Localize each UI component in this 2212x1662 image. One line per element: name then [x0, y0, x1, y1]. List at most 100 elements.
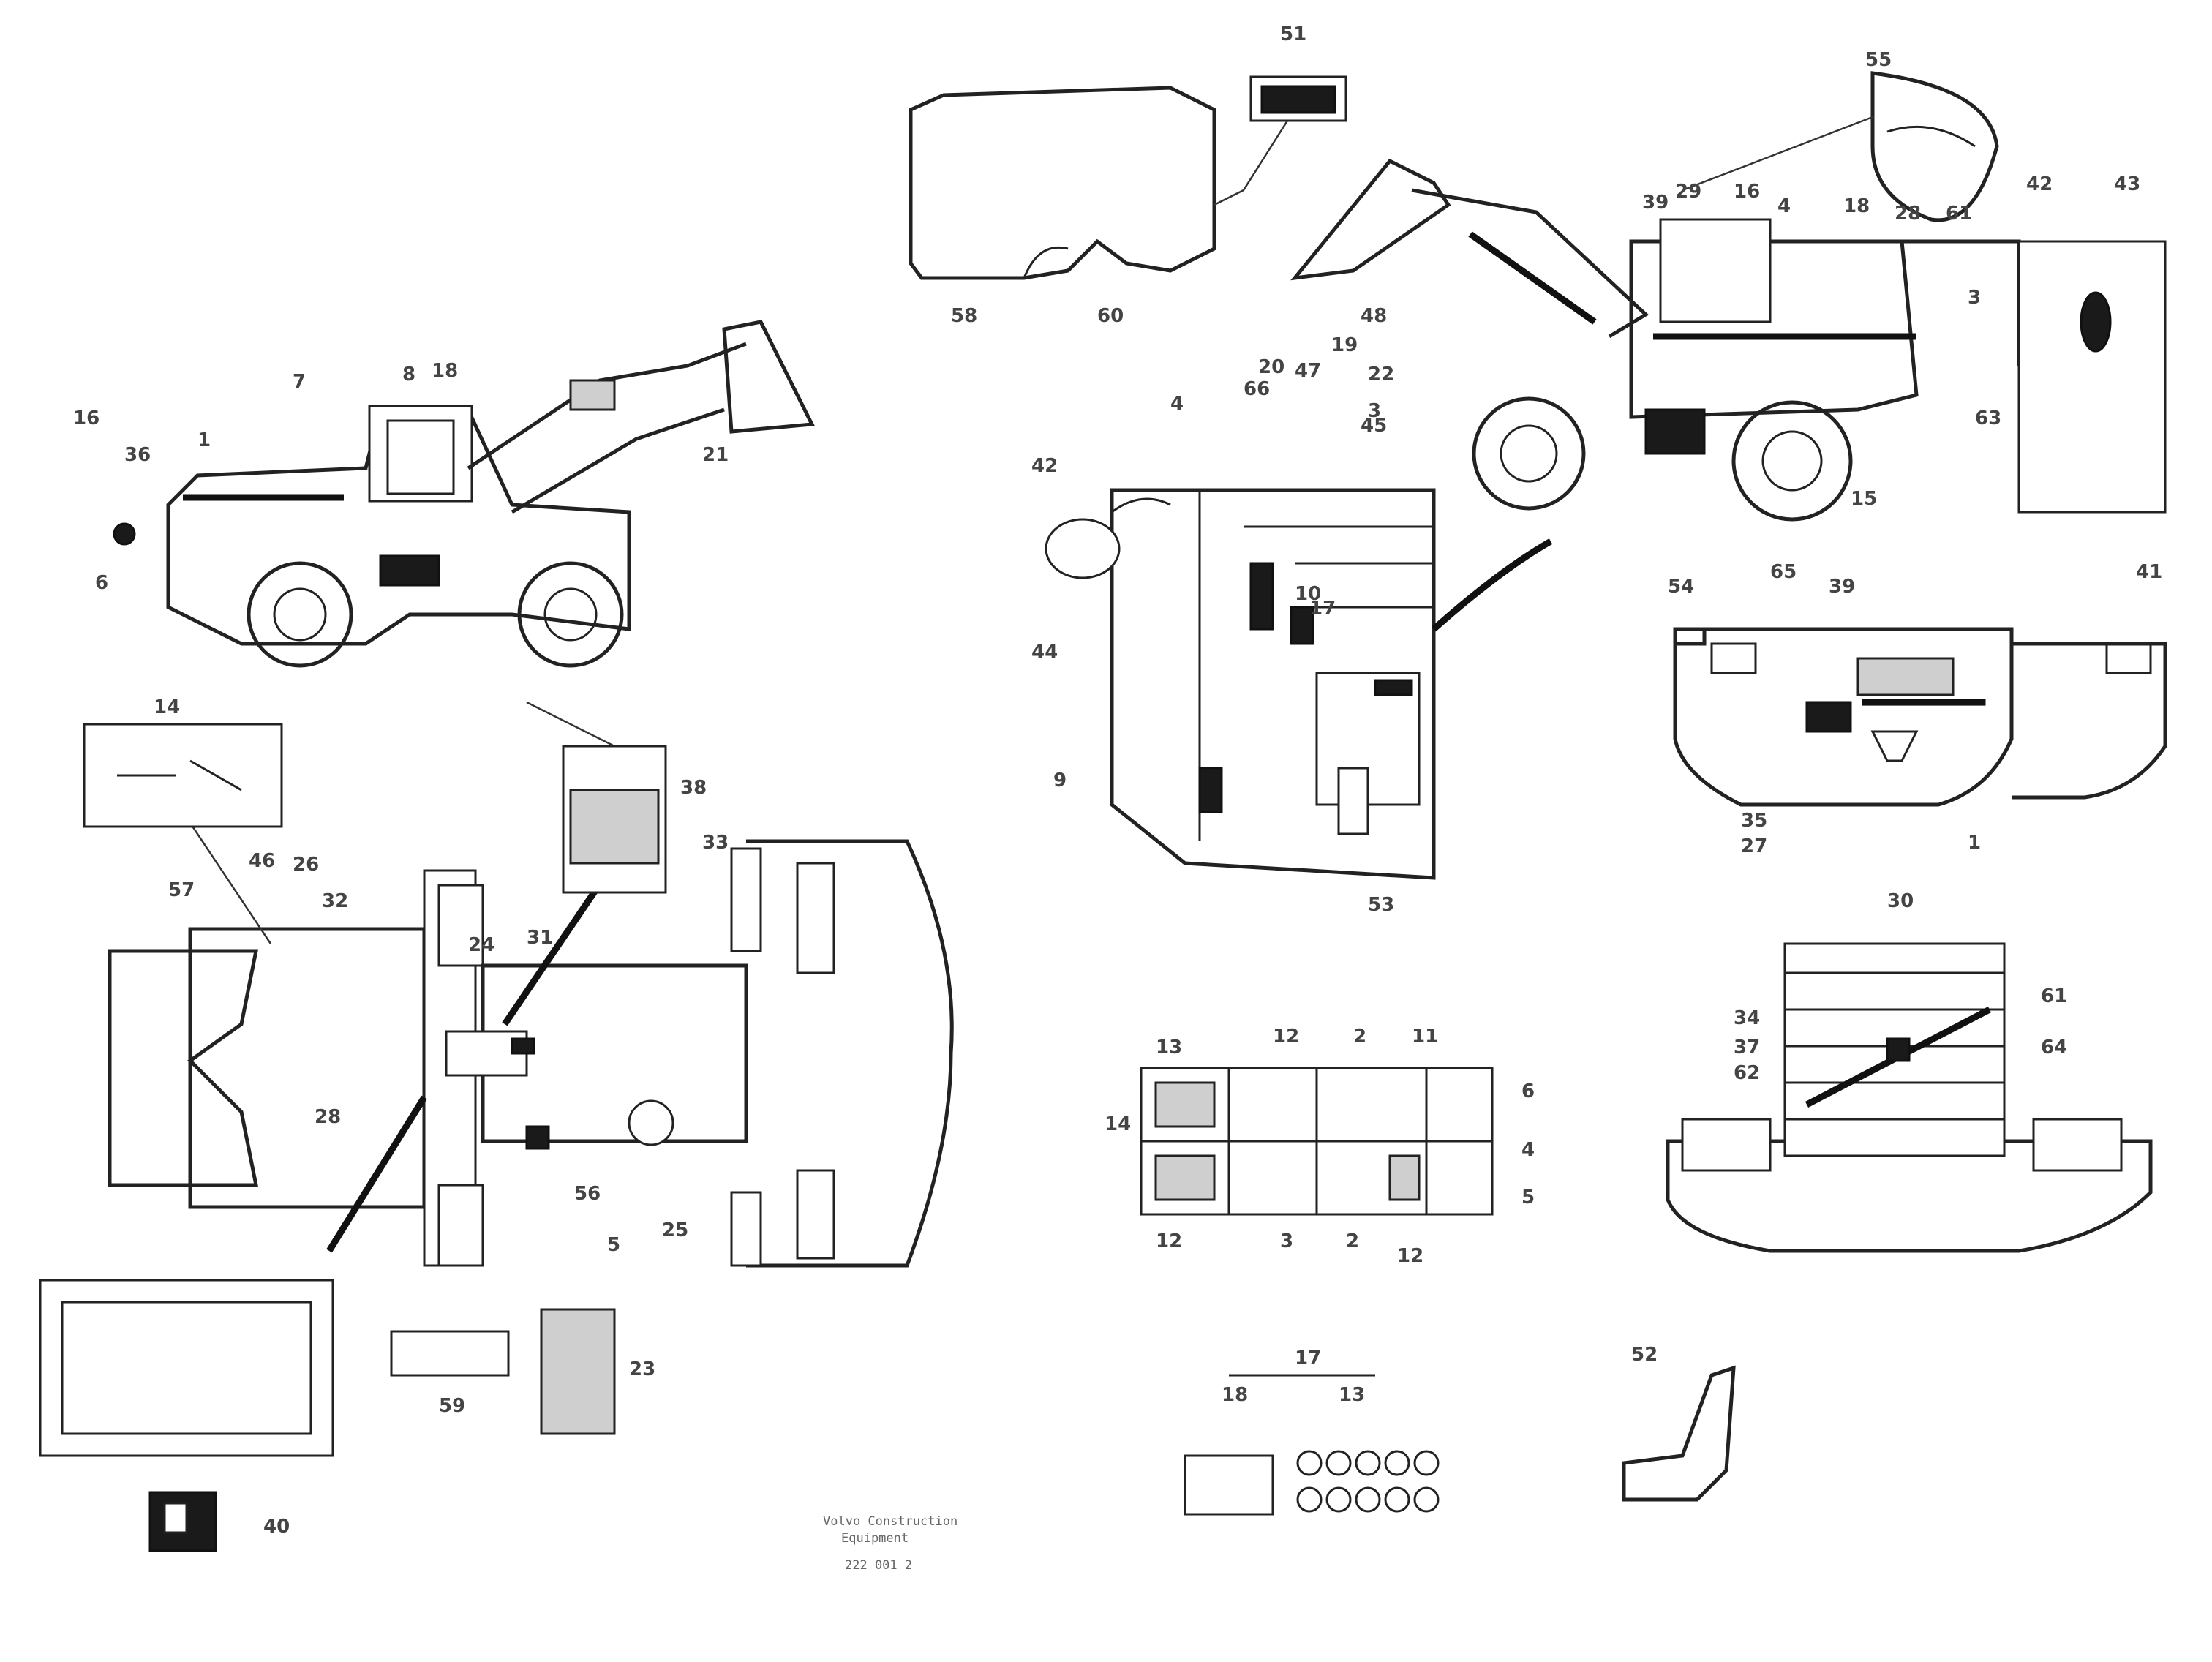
switch-panel-assembly	[1184, 1374, 1440, 1516]
cab-plan-view	[108, 839, 954, 1268]
loader-side-view-left	[113, 320, 815, 668]
callout-4a: 4	[1170, 393, 1184, 415]
seat-detail	[1622, 1365, 1736, 1502]
callout-6b: 6	[1521, 1080, 1535, 1102]
callout-12a: 12	[1273, 1026, 1299, 1048]
callout-12c: 12	[1397, 1245, 1423, 1267]
callout-4b: 4	[1778, 195, 1791, 217]
callout-5: 5	[607, 1234, 620, 1256]
drawing-stamp: Volvo Construction Equipment 222 001 2	[823, 1514, 958, 1573]
callout-27: 27	[1741, 835, 1767, 857]
callout-36: 36	[124, 444, 151, 466]
callout-32: 32	[322, 890, 348, 912]
callout-12b: 12	[1156, 1230, 1182, 1252]
callout-18a: 18	[432, 360, 458, 382]
sign-panels-left	[39, 723, 667, 1552]
stamp-line-2: Equipment	[841, 1531, 908, 1546]
callout-63: 63	[1975, 407, 2001, 429]
callout-59: 59	[439, 1395, 465, 1417]
callout-18b: 18	[1843, 195, 1870, 217]
callout-40: 40	[263, 1516, 290, 1538]
callout-39: 39	[1642, 192, 1669, 214]
callout-14a: 14	[154, 696, 180, 718]
callout-2a: 2	[1353, 1026, 1366, 1048]
callout-15: 15	[1851, 488, 1877, 510]
callout-65: 65	[1770, 561, 1797, 583]
callout-26: 26	[293, 854, 319, 876]
callout-13b: 13	[1339, 1384, 1365, 1406]
callout-16a: 16	[73, 407, 99, 429]
callout-3c: 3	[1280, 1230, 1293, 1252]
callout-61b: 61	[2041, 985, 2067, 1007]
callout-47: 47	[1295, 360, 1321, 382]
callout-1b: 1	[1968, 832, 1981, 854]
cab-interior-detail	[1045, 488, 1553, 880]
callout-3a: 3	[1368, 400, 1381, 422]
callout-13: 13	[1156, 1037, 1182, 1059]
callout-45: 45	[1361, 415, 1387, 437]
callout-21a: 21	[702, 444, 729, 466]
callout-38: 38	[680, 777, 707, 799]
callout-9: 9	[1053, 770, 1066, 791]
callout-60a: 60	[1097, 305, 1124, 327]
callout-3b: 3	[1968, 287, 1981, 309]
callout-11a: 11	[1412, 1026, 1438, 1048]
callout-25: 25	[662, 1219, 688, 1241]
callout-42a: 42	[1031, 455, 1058, 477]
window-panel-top	[908, 75, 1347, 280]
callout-56: 56	[574, 1183, 601, 1205]
callout-39b: 39	[1829, 576, 1855, 598]
callout-6a: 6	[95, 572, 108, 594]
callout-18c: 18	[1222, 1384, 1248, 1406]
callout-17b: 17	[1295, 1347, 1321, 1369]
callout-43: 43	[2114, 173, 2140, 195]
callout-19: 19	[1331, 334, 1358, 356]
callout-24: 24	[468, 934, 494, 956]
callout-29: 29	[1675, 181, 1701, 203]
callout-31: 31	[527, 927, 553, 949]
callout-61: 61	[1946, 203, 1972, 225]
callout-28a: 28	[315, 1106, 341, 1128]
callout-62: 62	[1734, 1062, 1760, 1084]
stamp-line-3: 222 001 2	[845, 1558, 912, 1573]
callout-1a: 1	[198, 429, 211, 451]
callout-16b: 16	[1734, 181, 1760, 203]
callout-7a: 7	[293, 371, 306, 393]
callout-37: 37	[1734, 1037, 1760, 1059]
callout-4c: 4	[1521, 1139, 1535, 1161]
callout-41: 41	[2136, 561, 2162, 583]
callout-53: 53	[1368, 894, 1394, 916]
callout-51: 51	[1280, 23, 1306, 45]
callout-28b: 28	[1895, 203, 1921, 225]
callout-44: 44	[1031, 642, 1058, 663]
callout-5b: 5	[1521, 1187, 1535, 1208]
callout-20a: 20	[1258, 356, 1284, 378]
callout-14b: 14	[1105, 1113, 1131, 1135]
callout-58a: 58	[951, 305, 977, 327]
dashboard-detail	[1673, 627, 2167, 807]
fuse-relay-block	[1140, 1067, 1494, 1216]
callout-46: 46	[249, 850, 275, 872]
callout-2b: 2	[1346, 1230, 1359, 1252]
callout-10: 10	[1295, 583, 1321, 605]
callout-35: 35	[1741, 810, 1767, 832]
stamp-line-1: Volvo Construction	[823, 1514, 958, 1529]
callout-17a: 17	[1309, 598, 1336, 620]
grille-detail	[1666, 942, 2153, 1253]
callout-48: 48	[1361, 305, 1387, 327]
callout-54: 54	[1668, 576, 1694, 598]
callout-22: 22	[1368, 364, 1394, 386]
callout-34: 34	[1734, 1007, 1760, 1029]
loader-three-quarter-view-right	[1290, 71, 2167, 522]
callout-30: 30	[1887, 890, 1914, 912]
callout-33: 33	[702, 832, 729, 854]
callout-52: 52	[1631, 1344, 1658, 1366]
callout-66: 66	[1244, 378, 1270, 400]
callout-64: 64	[2041, 1037, 2067, 1059]
callout-55: 55	[1865, 49, 1892, 71]
callout-labels: 14 24 28 23 16 36 21 1 7 8 18 6 58 60 22…	[73, 23, 2162, 1538]
callout-42b: 42	[2026, 173, 2053, 195]
callout-23: 23	[629, 1358, 655, 1380]
callout-57: 57	[168, 879, 195, 901]
